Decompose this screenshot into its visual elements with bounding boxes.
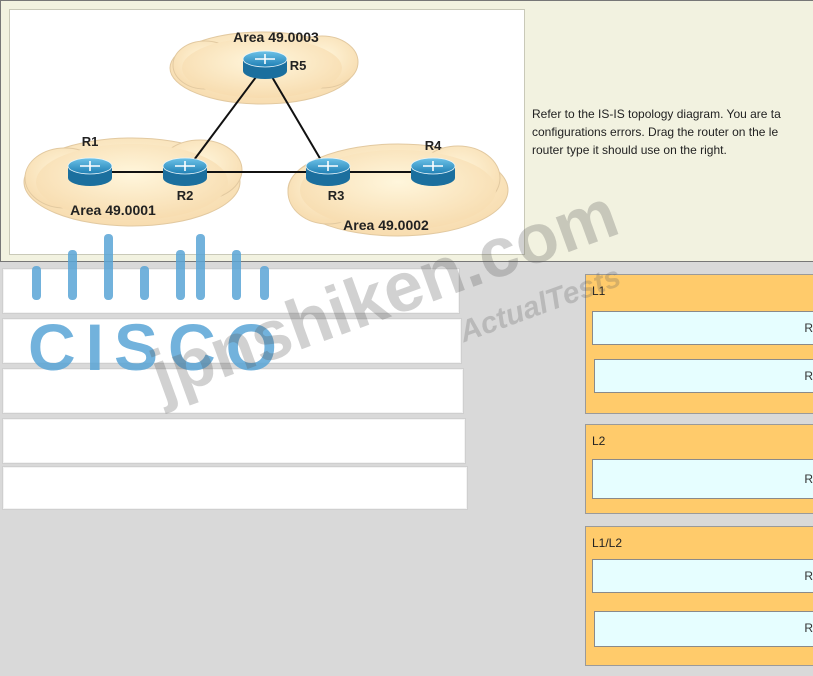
link-r2-r5 <box>184 64 266 173</box>
drop-label: R <box>804 621 813 635</box>
drop-zone-l2-1[interactable]: R <box>592 459 813 499</box>
drop-label: R <box>804 472 813 486</box>
target-title-l2: L2 <box>592 434 606 448</box>
source-slot-3[interactable] <box>2 368 464 414</box>
cisco-wordmark: CISCO <box>28 310 288 384</box>
instructions-line-1: Refer to the IS-IS topology diagram. You… <box>532 107 781 121</box>
drop-label: R <box>804 569 813 583</box>
router-label-r4: R4 <box>425 138 442 153</box>
router-r4-icon <box>410 157 456 186</box>
target-group-l2: L2 R <box>585 424 813 514</box>
area-label-49-0002: Area 49.0002 <box>343 217 429 233</box>
drop-zone-l1-1[interactable]: R <box>592 311 813 345</box>
source-slot-5[interactable] <box>2 466 468 510</box>
instructions-line-2: configurations errors. Drag the router o… <box>532 125 779 139</box>
router-r1-icon <box>67 157 113 186</box>
router-label-r3: R3 <box>328 188 345 203</box>
router-r3-icon <box>305 157 351 186</box>
target-group-l1-l2: L1/L2 R R <box>585 526 813 666</box>
source-slot-1[interactable] <box>2 268 460 314</box>
router-r2-icon <box>162 157 208 186</box>
router-label-r2: R2 <box>177 188 194 203</box>
instructions-text: Refer to the IS-IS topology diagram. You… <box>532 105 813 159</box>
source-slot-4[interactable] <box>2 418 466 464</box>
drop-zone-l1-l2-1[interactable]: R <box>592 559 813 593</box>
cisco-bars-icon <box>32 234 269 300</box>
drop-zone-l1-2[interactable]: R <box>594 359 813 393</box>
drop-label: R <box>804 369 813 383</box>
area-label-49-0003: Area 49.0003 <box>233 29 319 45</box>
router-label-r1: R1 <box>82 134 99 149</box>
target-group-l1: L1 R R <box>585 274 813 414</box>
link-r5-r3 <box>264 64 329 173</box>
router-r5-icon <box>242 50 288 79</box>
drop-label: R <box>804 321 813 335</box>
target-title-l1-l2: L1/L2 <box>592 536 623 550</box>
source-slot-2[interactable] <box>2 318 462 364</box>
target-title-l1: L1 <box>592 284 606 298</box>
instructions-line-3: router type it should use on the right. <box>532 143 727 157</box>
area-label-49-0001: Area 49.0001 <box>70 202 156 218</box>
drop-zone-l1-l2-2[interactable]: R <box>594 611 813 647</box>
router-label-r5: R5 <box>290 58 307 73</box>
